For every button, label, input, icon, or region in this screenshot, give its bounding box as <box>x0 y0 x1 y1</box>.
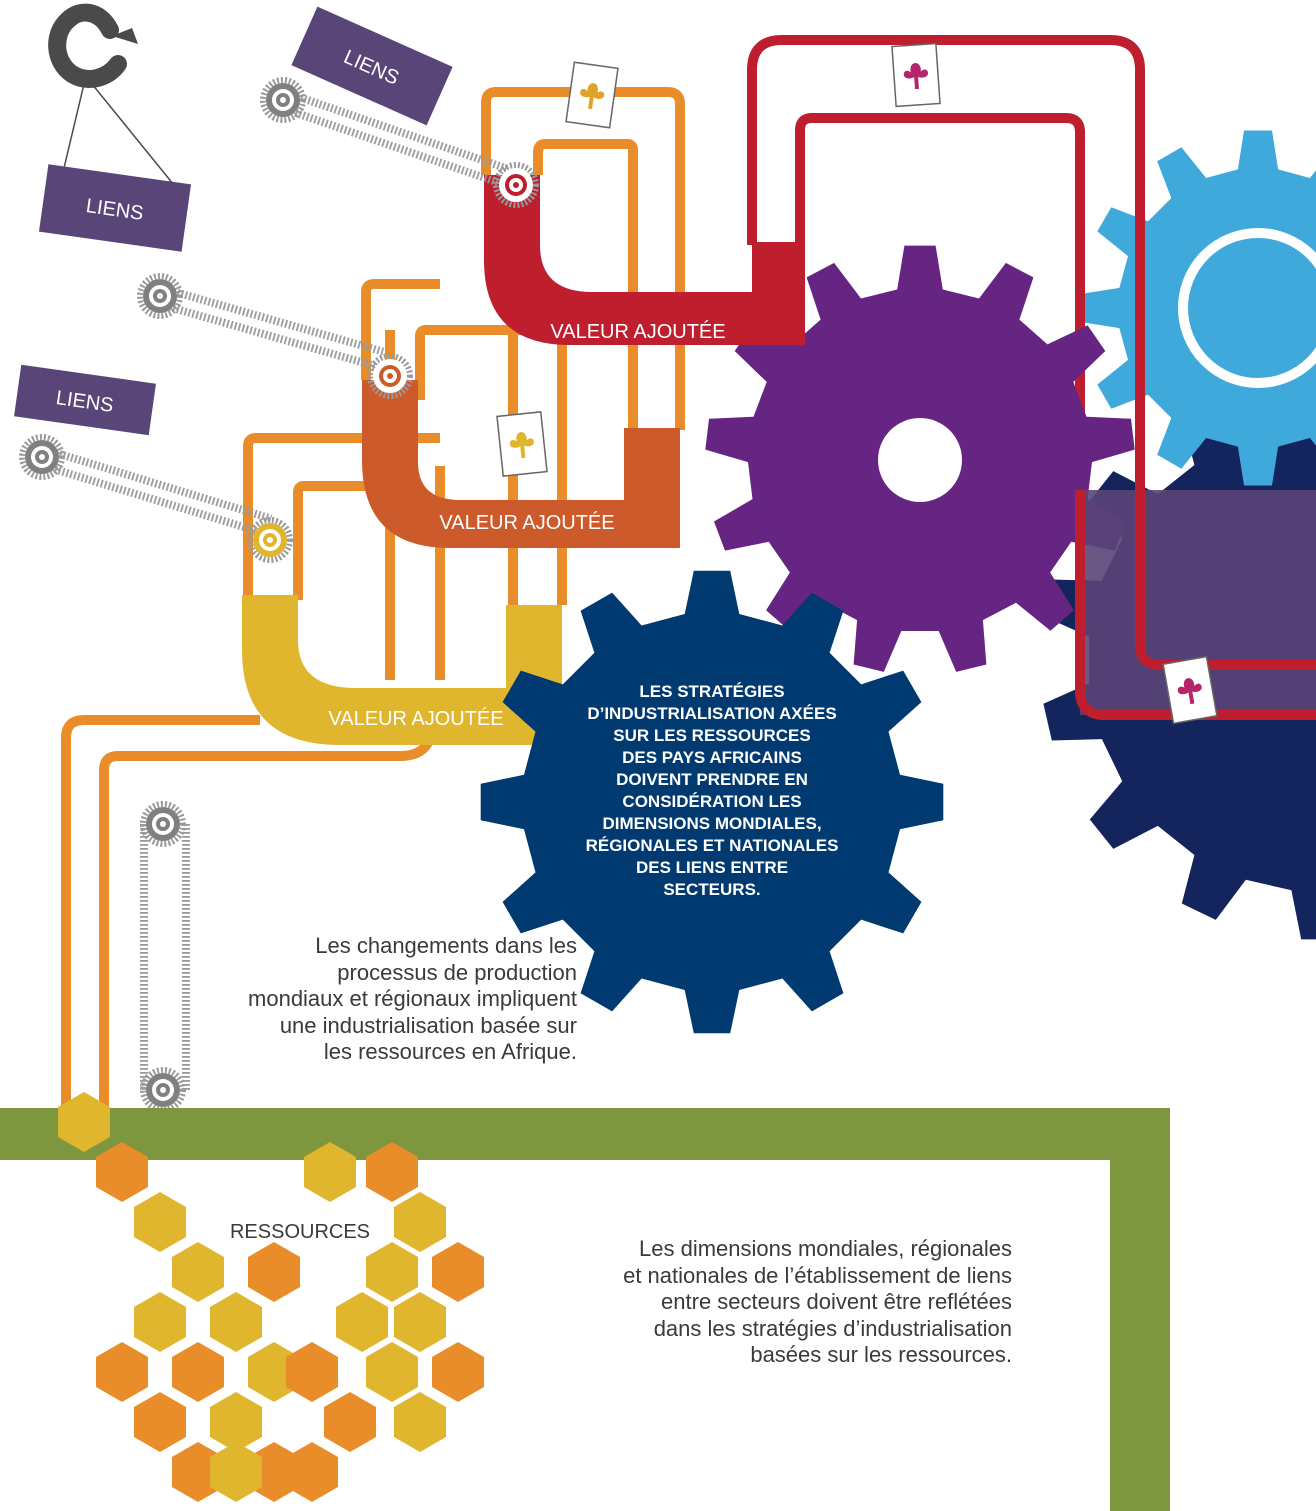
hexagon-icon <box>96 1342 148 1402</box>
hexagon-icon <box>366 1142 418 1202</box>
hexagon-icon <box>96 1142 148 1202</box>
liens-tag-1: LIENS <box>38 164 192 252</box>
linkage-dimensions-caption: Les dimensions mondiales, régionales et … <box>623 1236 1012 1367</box>
hexagon-icon <box>336 1292 388 1352</box>
plant-icon <box>1162 655 1218 725</box>
hexagon-icon <box>134 1392 186 1452</box>
central-message-gear <box>480 570 944 1034</box>
hook-icon <box>48 3 179 191</box>
plant-icon <box>565 61 619 129</box>
hexagon-icon <box>286 1442 338 1502</box>
value-added-label-1: VALEUR AJOUTÉE <box>550 320 725 343</box>
hexagon-icon <box>58 1092 110 1152</box>
gear-icon <box>480 570 944 1034</box>
plant-icon <box>496 411 548 477</box>
liens-tag-3: LIENS <box>14 364 156 436</box>
hexagon-icon <box>286 1342 338 1402</box>
pulley-icon <box>140 1067 186 1113</box>
liens-tag-2: LIENS <box>291 6 453 126</box>
pulley-icon <box>140 801 186 847</box>
hexagon-icon <box>172 1242 224 1302</box>
hexagon-icon <box>134 1292 186 1352</box>
purple-gear-hole <box>878 418 962 502</box>
red-pipe-front-2 <box>1075 490 1316 720</box>
hexagon-icon <box>324 1392 376 1452</box>
resource-hexagons <box>58 1092 484 1502</box>
value-added-label-2: VALEUR AJOUTÉE <box>439 511 614 534</box>
red-pipe-front <box>1135 490 1316 670</box>
pulley-icon <box>19 434 65 480</box>
resources-label: RESSOURCES <box>230 1221 370 1243</box>
hexagon-icon <box>432 1242 484 1302</box>
hexagon-icon <box>432 1342 484 1402</box>
hexagon-icon <box>134 1192 186 1252</box>
pulley-icon <box>367 353 413 399</box>
production-change-caption: Les changements dans les processus de pr… <box>248 933 577 1064</box>
pulley-icon <box>247 517 293 563</box>
hexagon-icon <box>248 1242 300 1302</box>
pulley-icon <box>493 162 539 208</box>
pulley-icon <box>137 273 183 319</box>
hexagon-icon <box>172 1342 224 1402</box>
hexagon-icon <box>210 1442 262 1502</box>
plant-icon <box>891 42 941 108</box>
blue-gear-ring <box>1178 228 1316 388</box>
pulley-icon <box>260 77 306 123</box>
pulleys <box>19 77 539 1113</box>
hexagon-icon <box>394 1292 446 1352</box>
hexagon-icon <box>394 1192 446 1252</box>
yellow-value-u <box>242 595 562 745</box>
hexagon-icon <box>366 1242 418 1302</box>
hexagon-icon <box>210 1292 262 1352</box>
red-value-u <box>484 175 805 345</box>
burnt-value-u <box>362 380 680 548</box>
hexagon-icon <box>394 1392 446 1452</box>
belts <box>38 88 511 1090</box>
hexagon-icon <box>210 1392 262 1452</box>
hexagon-icon <box>304 1142 356 1202</box>
hexagon-icon <box>366 1342 418 1402</box>
value-added-label-3: VALEUR AJOUTÉE <box>328 707 503 730</box>
